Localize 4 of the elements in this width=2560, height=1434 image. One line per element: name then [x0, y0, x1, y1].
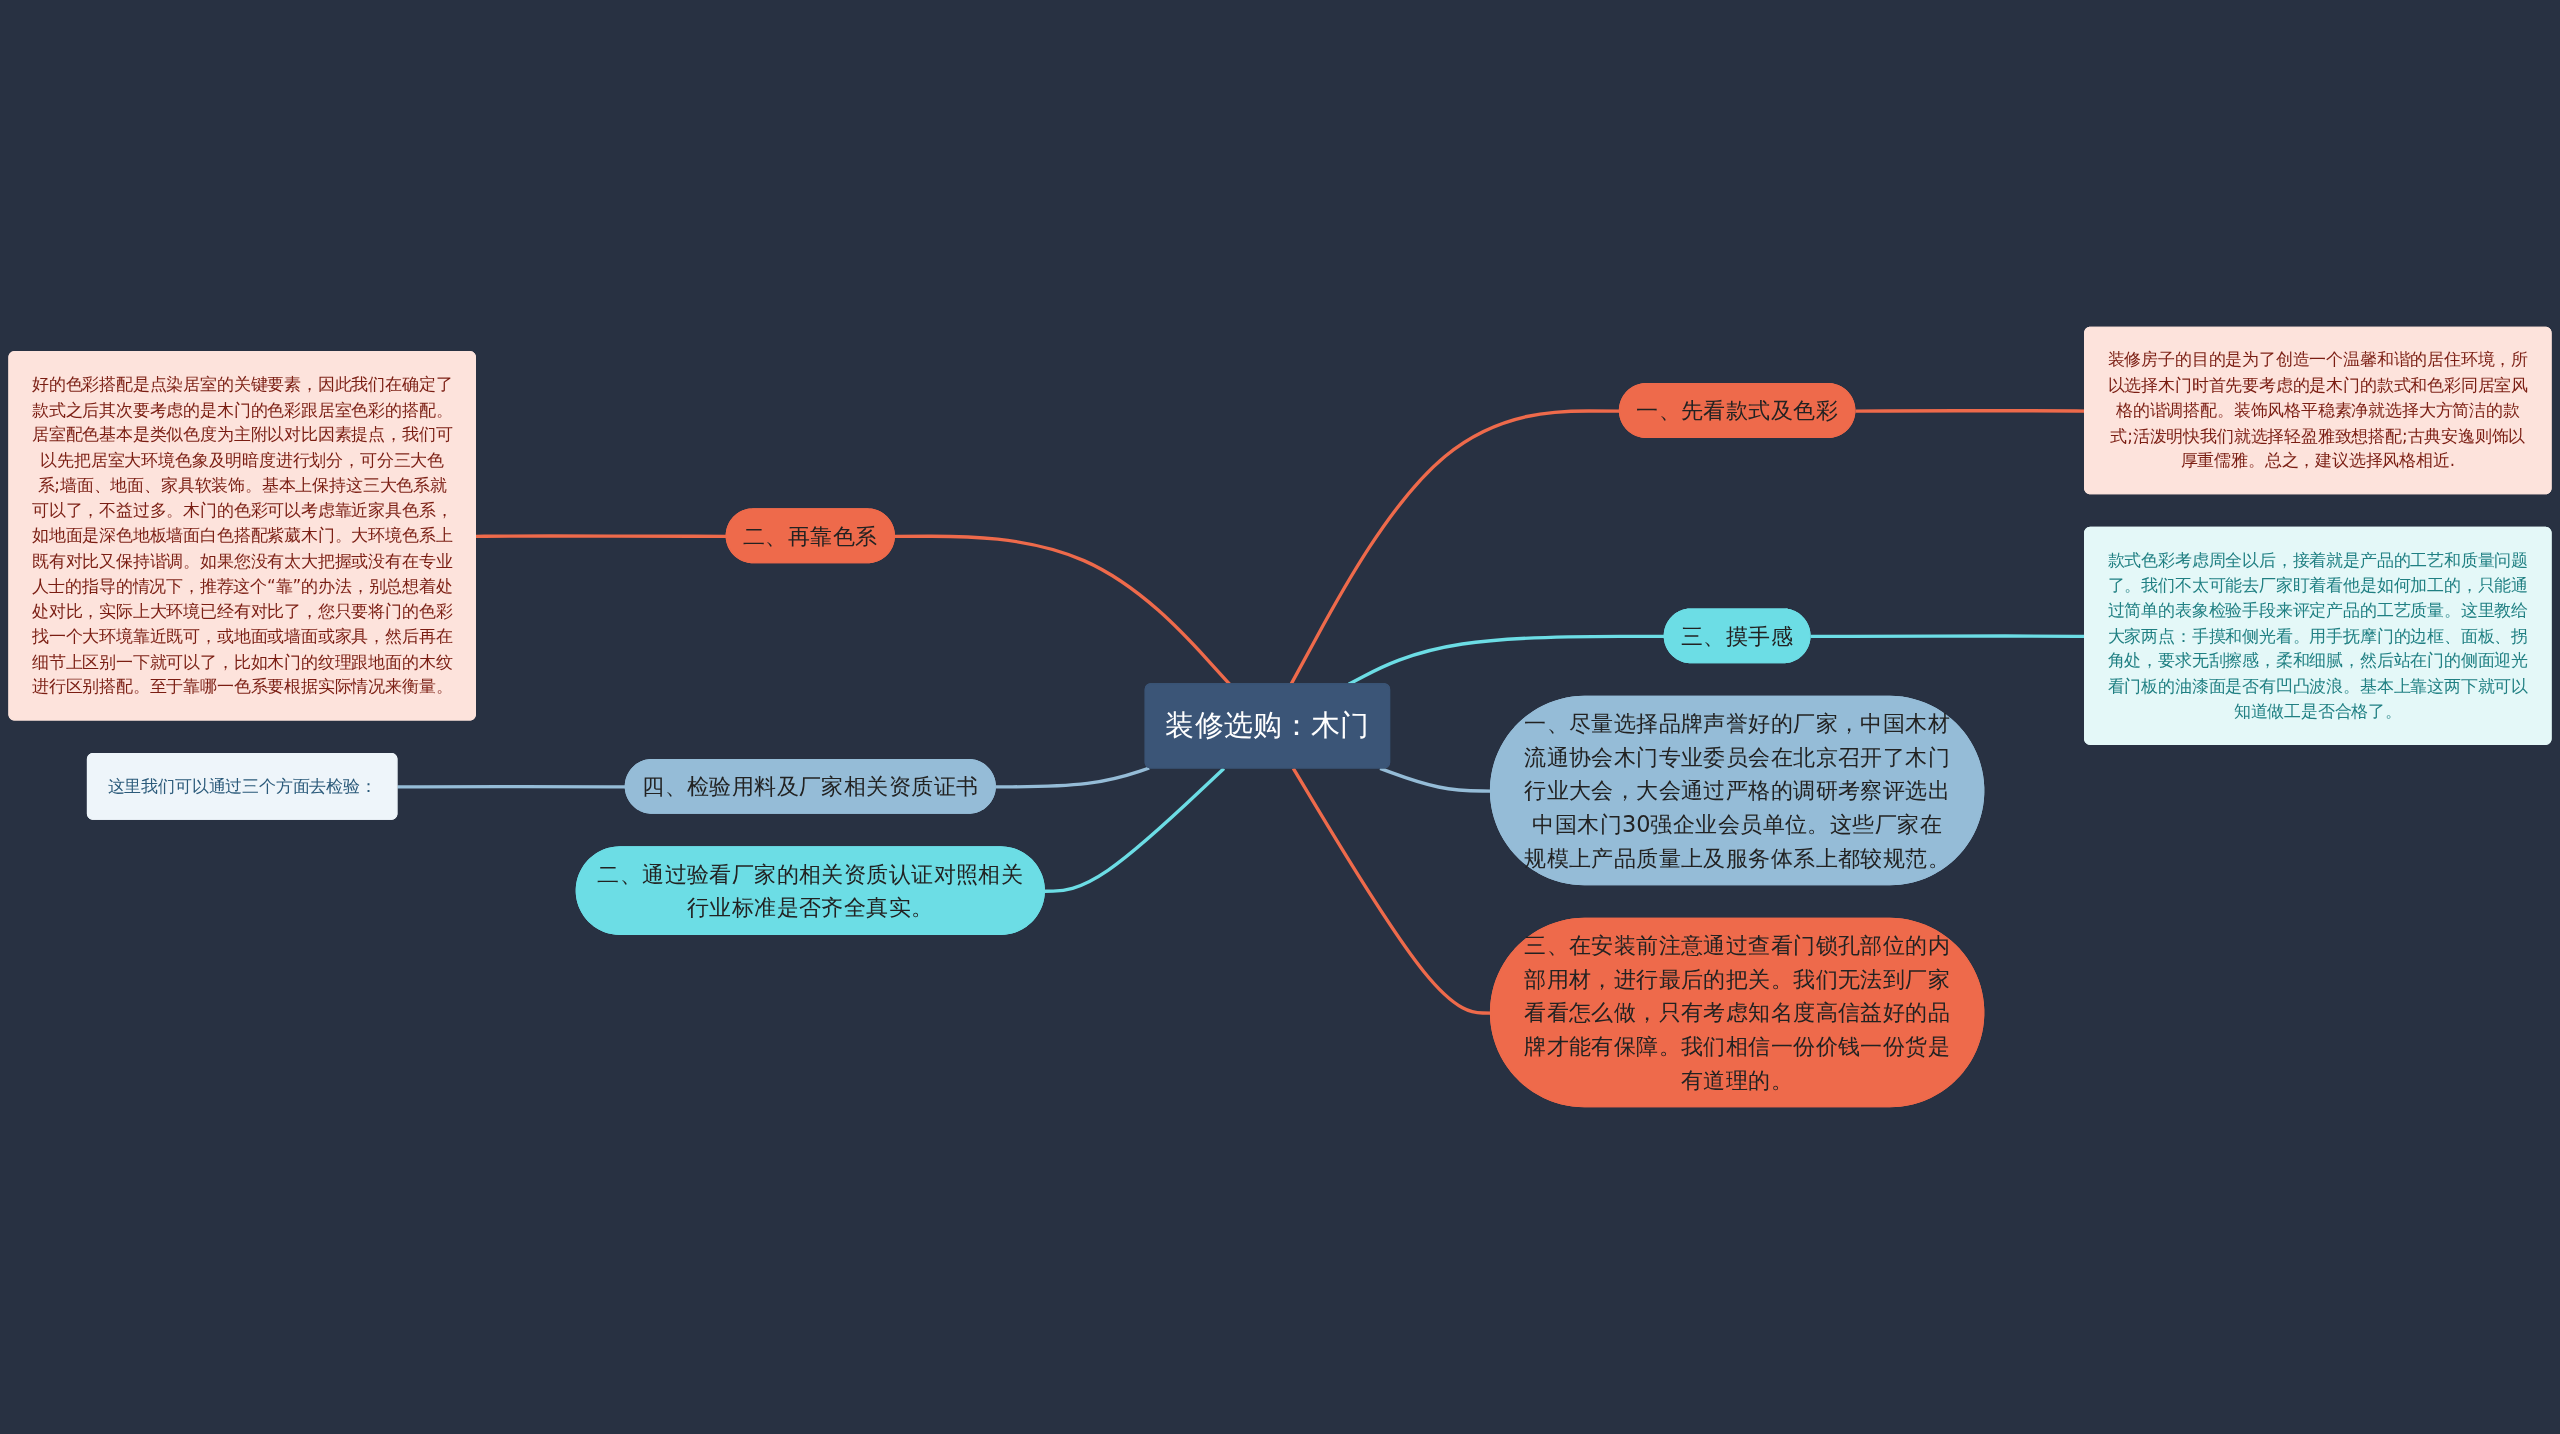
connector — [397, 784, 626, 789]
connector — [1044, 767, 1226, 893]
connector — [475, 534, 727, 539]
connector — [995, 766, 1150, 789]
